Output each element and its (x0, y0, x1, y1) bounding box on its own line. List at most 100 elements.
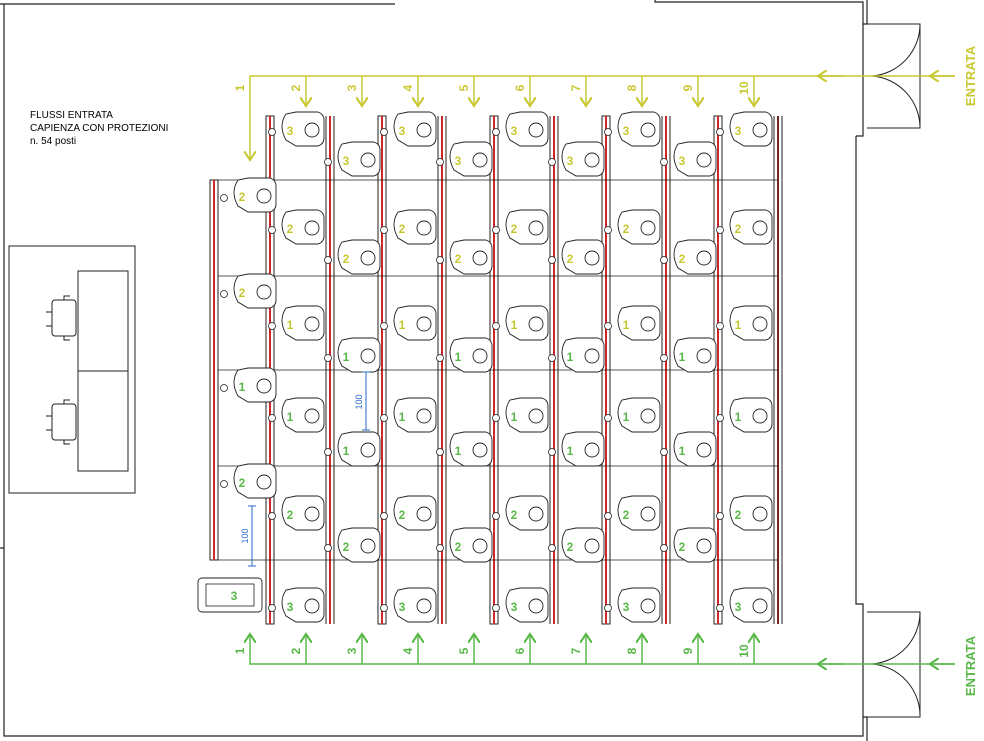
seat-icon: 3 (380, 111, 437, 147)
seat-group-number: 2 (239, 476, 246, 490)
flow-number-top: 5 (457, 84, 471, 91)
seat-icon: 3 (604, 587, 661, 623)
flow-line (250, 634, 955, 665)
seat-icon: 1 (268, 305, 325, 341)
flow-number-top: 6 (513, 84, 527, 91)
seat-group-number: 2 (567, 540, 574, 554)
seat-group-number: 1 (679, 350, 686, 364)
seat-icon: 2 (380, 495, 437, 531)
seat-icon: 3 (548, 141, 605, 177)
seat-icon: 3 (492, 587, 549, 623)
desk-column-left (209, 179, 219, 561)
legend-note: FLUSSI ENTRATA CAPIENZA CON PROTEZIONI n… (30, 109, 168, 148)
seat-group-number: 3 (399, 600, 406, 614)
seat-group-number: 2 (455, 252, 462, 266)
seat-group-number: 1 (287, 410, 294, 424)
seat-icon: 2 (380, 209, 437, 245)
flow-number-top: 9 (681, 84, 695, 91)
seat-icon: 3 (604, 111, 661, 147)
seat-group-number: 2 (343, 540, 350, 554)
seat-group-number: 2 (679, 252, 686, 266)
flow-number-bottom: 6 (513, 647, 527, 654)
seat-group-number: 2 (343, 252, 350, 266)
flow-number-top: 10 (737, 81, 751, 95)
seat-icon: 2 (660, 239, 717, 275)
seat-group-number: 1 (343, 444, 350, 458)
seat-icon: 2 (220, 463, 277, 499)
flow-number-top: 1 (233, 84, 247, 91)
seat-group-number: 2 (679, 540, 686, 554)
seat-icon: 2 (436, 527, 493, 563)
seat-group-number: 2 (287, 508, 294, 522)
seat-group-number: 3 (287, 600, 294, 614)
flow-line (250, 75, 955, 160)
seat-group-number: 2 (511, 508, 518, 522)
seat-icon: 1 (268, 397, 325, 433)
seat-group-number: 3 (511, 124, 518, 138)
seat-group-number: 2 (511, 222, 518, 236)
seat-group-number: 1 (287, 318, 294, 332)
seat-icon: 2 (492, 209, 549, 245)
seat-icon: 3 (268, 111, 325, 147)
seat-group-number: 3 (679, 154, 686, 168)
seat-icon: 3 (268, 587, 325, 623)
seat-icon: 2 (604, 495, 661, 531)
office-chair-icon (46, 399, 77, 445)
flow-number-bottom: 8 (625, 647, 639, 654)
entry-flows (250, 76, 955, 664)
seat-icon: 3 (380, 587, 437, 623)
dimension-label: 100 (240, 528, 250, 543)
seat-group-number: 2 (623, 222, 630, 236)
seat-icon: 1 (492, 397, 549, 433)
seat-group-number: 1 (399, 410, 406, 424)
flow-number-bottom: 1 (233, 647, 247, 654)
seat-icon: 2 (220, 177, 277, 213)
seat-group-number: 2 (735, 508, 742, 522)
flow-number-top: 2 (289, 84, 303, 91)
seat-group-number: 3 (567, 154, 574, 168)
flow-number-top: 4 (401, 84, 415, 91)
seat-icon: 1 (604, 397, 661, 433)
office-chair-icon (46, 295, 77, 341)
entrance-doors (867, 23, 921, 718)
seat-group-number: 1 (455, 350, 462, 364)
flow-number-top: 3 (345, 84, 359, 91)
seat-icon: 2 (324, 527, 381, 563)
wheelchair-seat-icon: 3 (197, 577, 263, 613)
seat-icon: 1 (660, 431, 717, 467)
entrance-label-bottom: ENTRATA (963, 635, 978, 696)
seat-icon: 2 (436, 239, 493, 275)
flow-number-bottom: 7 (569, 647, 583, 654)
dimension-marker (248, 371, 370, 567)
seat-icon: 2 (660, 527, 717, 563)
seat-group-number: 2 (399, 508, 406, 522)
seat-group-number: 1 (623, 410, 630, 424)
seat-group-number: 3 (623, 600, 630, 614)
flow-number-bottom: 10 (737, 644, 751, 658)
seat-group-number: 1 (343, 350, 350, 364)
legend-capacity: CAPIENZA CON PROTEZIONI (30, 123, 169, 134)
seat-group-number: 3 (231, 589, 238, 603)
seat-icon: 2 (548, 239, 605, 275)
seat-icon: 1 (548, 337, 605, 373)
seat-icon: 3 (324, 141, 381, 177)
seat-icon: 3 (716, 111, 773, 147)
seat-icon: 1 (380, 305, 437, 341)
seat-group-number: 2 (455, 540, 462, 554)
seat-icon: 3 (716, 587, 773, 623)
teacher-desk-area (8, 245, 136, 494)
seat-group-number: 3 (455, 154, 462, 168)
seat-group-number: 3 (623, 124, 630, 138)
seat-group-number: 1 (735, 318, 742, 332)
seat-group-number: 1 (239, 380, 246, 394)
seat-group-number: 2 (623, 508, 630, 522)
seat-icon: 1 (548, 431, 605, 467)
seat-icon: 1 (716, 397, 773, 433)
flow-number-bottom: 5 (457, 647, 471, 654)
seat-icon: 1 (716, 305, 773, 341)
legend-title: FLUSSI ENTRATA (30, 110, 113, 121)
seat-group-number: 1 (735, 410, 742, 424)
flow-number-bottom: 4 (401, 647, 415, 654)
seat-icon: 2 (604, 209, 661, 245)
